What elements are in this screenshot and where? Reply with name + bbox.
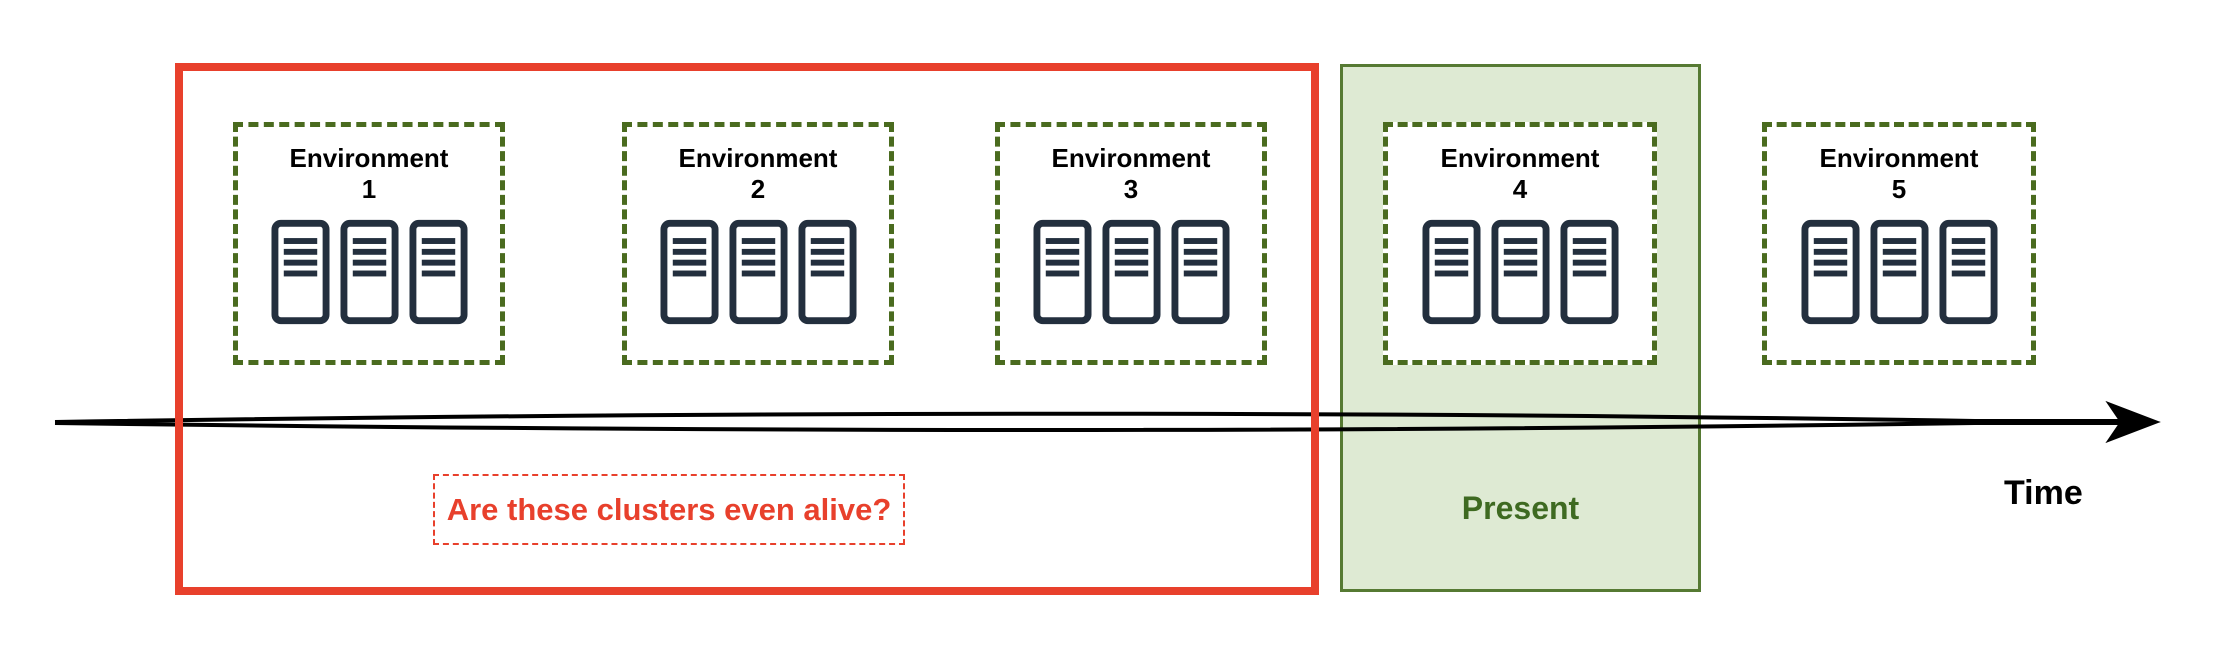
server-rack-icon xyxy=(271,219,330,325)
server-rack-icon xyxy=(798,219,857,325)
server-rack-icon xyxy=(1171,219,1230,325)
environment-number: 2 xyxy=(750,174,766,204)
environment-number: 1 xyxy=(361,174,377,204)
environment-3-title: Environment 3 xyxy=(1000,143,1262,205)
server-row xyxy=(1767,219,2031,325)
question-text: Are these clusters even alive? xyxy=(446,491,892,527)
server-rack-icon xyxy=(660,219,719,325)
environment-5-title: Environment 5 xyxy=(1767,143,2031,205)
environment-name: Environment xyxy=(1440,143,1600,173)
environment-number: 3 xyxy=(1123,174,1139,204)
environment-number: 4 xyxy=(1512,174,1528,204)
environment-5-box: Environment 5 xyxy=(1762,122,2036,365)
server-rack-icon xyxy=(340,219,399,325)
server-rack-icon xyxy=(1491,219,1550,325)
environment-number: 5 xyxy=(1891,174,1907,204)
server-rack-icon xyxy=(729,219,788,325)
environment-name: Environment xyxy=(678,143,838,173)
server-rack-icon xyxy=(1102,219,1161,325)
environment-1-box: Environment 1 xyxy=(233,122,505,365)
server-rack-icon xyxy=(1939,219,1998,325)
environment-2-box: Environment 2 xyxy=(622,122,894,365)
environment-4-box: Environment 4 xyxy=(1383,122,1657,365)
environment-1-title: Environment 1 xyxy=(238,143,500,205)
server-row xyxy=(1388,219,1652,325)
present-label: Present xyxy=(1461,490,1580,526)
server-rack-icon xyxy=(1870,219,1929,325)
server-rack-icon xyxy=(1801,219,1860,325)
question-callout: Are these clusters even alive? xyxy=(433,474,905,545)
environment-name: Environment xyxy=(289,143,449,173)
server-row xyxy=(238,219,500,325)
server-row xyxy=(627,219,889,325)
arrowhead-icon xyxy=(2105,400,2161,444)
server-rack-icon xyxy=(1033,219,1092,325)
environment-name: Environment xyxy=(1051,143,1211,173)
server-rack-icon xyxy=(1560,219,1619,325)
server-rack-icon xyxy=(1422,219,1481,325)
environment-name: Environment xyxy=(1819,143,1979,173)
environment-2-title: Environment 2 xyxy=(627,143,889,205)
server-row xyxy=(1000,219,1262,325)
environment-4-title: Environment 4 xyxy=(1388,143,1652,205)
environment-3-box: Environment 3 xyxy=(995,122,1267,365)
time-axis-label: Time xyxy=(2004,474,2083,512)
server-rack-icon xyxy=(409,219,468,325)
